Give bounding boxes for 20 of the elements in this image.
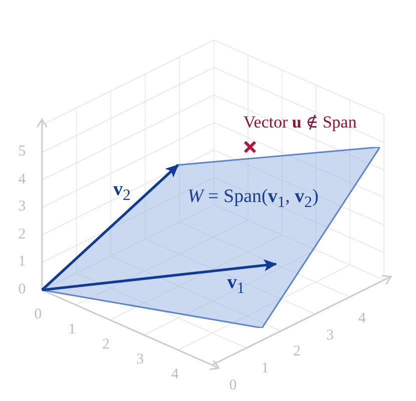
tick-label: 1 [68, 322, 76, 338]
tick-label: 4 [171, 368, 179, 382]
tick-label: 3 [326, 328, 334, 344]
vector-label: v$_{1}$ [227, 273, 245, 297]
tick-label: 0 [229, 378, 237, 394]
tick-label: 0 [34, 308, 42, 322]
tick-label: 1 [18, 254, 26, 270]
tick-label: 4 [358, 312, 366, 326]
tick-label: 1 [261, 362, 269, 376]
tick-label: 2 [102, 338, 110, 352]
tick-label: 3 [136, 352, 144, 368]
tick-label: 0 [18, 282, 26, 298]
point-label: Vector u ∉ Span [243, 114, 357, 130]
plane-label: W = Span(v$_{1}$, v$_{2}$) [187, 187, 319, 211]
vector-label: v$_{2}$ [113, 180, 131, 204]
tick-label: 4 [18, 172, 26, 188]
tick-label: 2 [293, 344, 301, 360]
tick-label: 3 [18, 200, 26, 214]
tick-label: 2 [18, 228, 26, 242]
tick-label: 5 [18, 144, 26, 160]
